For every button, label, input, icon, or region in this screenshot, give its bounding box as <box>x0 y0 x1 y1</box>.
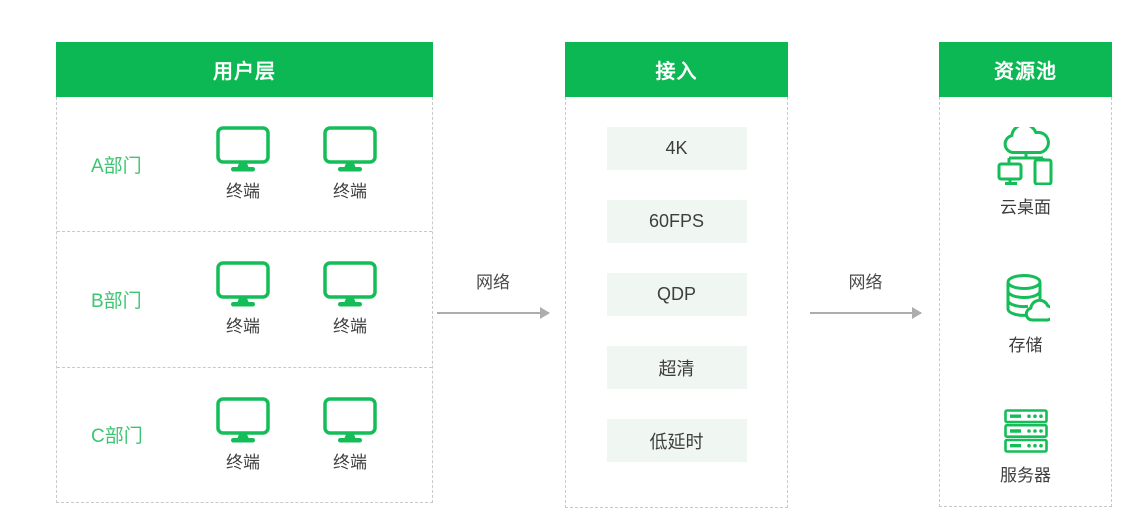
network-label: 网络 <box>848 273 883 292</box>
resource-pool-header: 资源池 <box>939 42 1112 97</box>
access-header: 接入 <box>565 42 788 97</box>
access-title: 接入 <box>655 61 698 83</box>
terminal-label: 终端 <box>333 317 367 337</box>
resource-server: 服务器 <box>1000 409 1051 486</box>
access-item-60fps: 60FPS <box>606 200 747 243</box>
resource-label: 云桌面 <box>1000 198 1051 217</box>
monitor-icon <box>323 397 377 443</box>
network-arrow-left: 网络 <box>437 268 550 319</box>
terminal-label: 终端 <box>333 182 367 202</box>
cloud-desktop-icon <box>997 127 1052 185</box>
user-layer-title: 用户层 <box>213 61 276 83</box>
network-arrow-right: 网络 <box>810 268 922 319</box>
terminal-label: 终端 <box>333 452 367 472</box>
resource-label: 服务器 <box>1000 466 1051 485</box>
server-icon <box>1003 409 1048 453</box>
terminal: 终端 <box>323 261 377 337</box>
resource-pool-column: 资源池 云桌面 <box>939 42 1112 507</box>
access-item-qdp: QDP <box>606 273 747 316</box>
access-column: 接入 4K 60FPS QDP 超清 低延时 <box>565 42 788 508</box>
user-layer-column: 用户层 A部门 终端 <box>56 42 433 503</box>
resource-pool-body: 云桌面 存储 <box>939 97 1112 507</box>
resource-label: 存储 <box>1008 336 1043 355</box>
access-body: 4K 60FPS QDP 超清 低延时 <box>565 97 788 508</box>
terminal-label: 终端 <box>226 182 260 202</box>
monitor-icon <box>323 126 377 172</box>
terminal: 终端 <box>216 397 270 473</box>
monitor-icon <box>216 126 270 172</box>
user-layer-header: 用户层 <box>56 42 433 97</box>
department-label: A部门 <box>91 155 142 177</box>
terminal: 终端 <box>216 261 270 337</box>
user-layer-body: A部门 终端 终端 <box>56 97 433 503</box>
monitor-icon <box>216 397 270 443</box>
resource-cloud-desktop: 云桌面 <box>996 127 1056 218</box>
resource-storage: 存储 <box>1002 273 1050 356</box>
storage-icon <box>1006 274 1050 322</box>
department-row-a: A部门 终端 终端 <box>57 97 432 233</box>
network-label: 网络 <box>476 273 510 292</box>
access-item-low-latency: 低延时 <box>606 419 747 462</box>
terminal-label: 终端 <box>226 317 260 337</box>
arrow-right-icon <box>437 307 550 319</box>
terminal: 终端 <box>323 126 377 202</box>
department-label: B部门 <box>91 290 142 312</box>
monitor-icon <box>323 261 377 307</box>
access-item-4k: 4K <box>606 127 747 170</box>
resource-pool-title: 资源池 <box>994 61 1057 83</box>
terminal-label: 终端 <box>226 452 260 472</box>
arrow-right-icon <box>810 307 922 319</box>
department-row-c: C部门 终端 终端 <box>57 368 432 502</box>
access-item-uhd: 超清 <box>606 346 747 389</box>
monitor-icon <box>216 261 270 307</box>
terminal: 终端 <box>216 126 270 202</box>
department-label: C部门 <box>91 426 143 448</box>
terminal: 终端 <box>323 397 377 473</box>
department-row-b: B部门 终端 终端 <box>57 232 432 368</box>
